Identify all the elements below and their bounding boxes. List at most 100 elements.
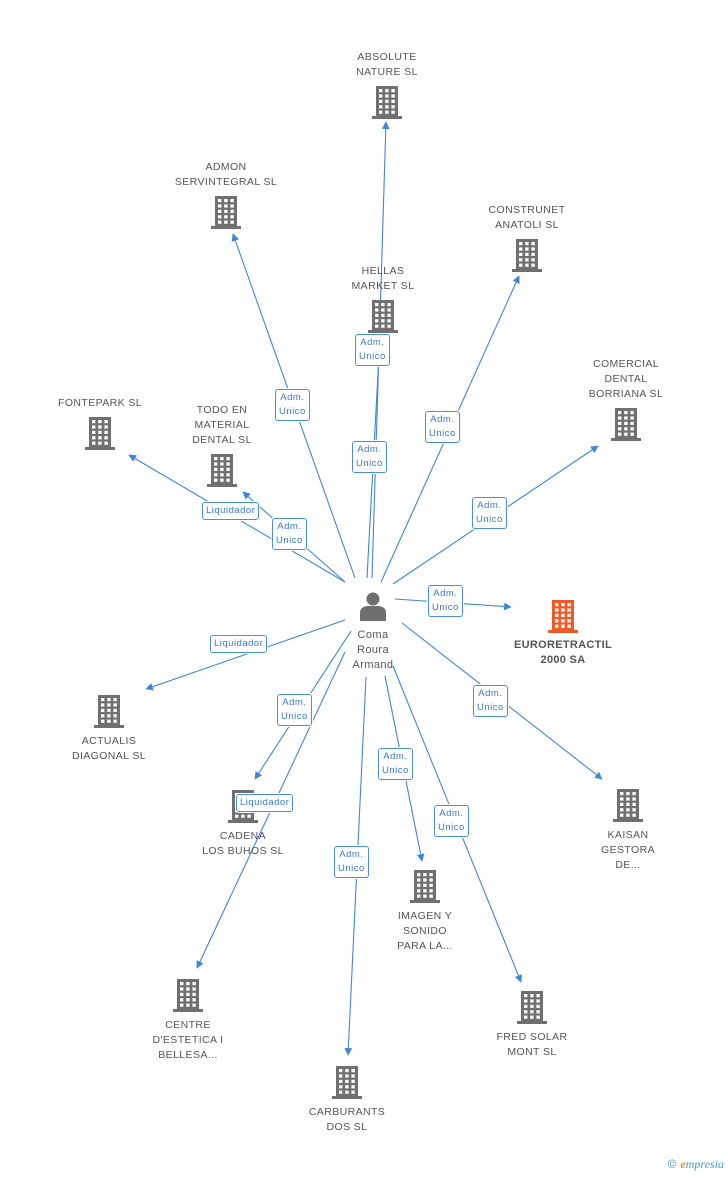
carburants-building-icon[interactable] xyxy=(332,1066,362,1099)
edge-role-line: Adm. xyxy=(282,697,307,708)
edge-role-line: Liquidador xyxy=(214,638,264,649)
company-label-line: HELLAS xyxy=(361,265,405,277)
company-label-line: CONSTRUNET xyxy=(488,204,566,216)
comercial-building-icon[interactable] xyxy=(611,408,641,441)
person-label-line: Armand xyxy=(352,659,394,671)
edge-role-line: Adm. xyxy=(430,414,455,425)
edge-role-line: Unico xyxy=(338,863,365,874)
centre-building-icon[interactable] xyxy=(173,979,203,1012)
company-label-todo[interactable]: TODO EN MATERIAL DENTAL SL xyxy=(157,403,287,448)
admon-building-icon[interactable] xyxy=(211,196,241,229)
company-label-line: BORRIANA SL xyxy=(588,388,664,400)
todo-building-icon[interactable] xyxy=(207,454,237,487)
euroretractil-building-icon[interactable] xyxy=(548,600,578,633)
person-label-line: Coma xyxy=(357,629,389,641)
edge-role-line: Unico xyxy=(477,702,504,713)
edge-role-centre[interactable]: Liquidador xyxy=(236,794,294,812)
fontepark-building-icon[interactable] xyxy=(85,417,115,450)
company-label-euroretractil[interactable]: EURORETRACTIL 2000 SA xyxy=(498,638,628,668)
actualis-building-icon[interactable] xyxy=(94,695,124,728)
edge-role-hellas[interactable]: Adm.Unico xyxy=(352,441,387,473)
company-label-line: LOS BUHOS SL xyxy=(202,845,284,857)
kaisan-building-icon[interactable] xyxy=(613,789,643,822)
company-label-line: DOS SL xyxy=(326,1121,368,1133)
edge-role-construnet[interactable]: Adm.Unico xyxy=(425,411,460,443)
edge-role-line: Unico xyxy=(476,514,503,525)
edge-role-fontepark[interactable]: Liquidador xyxy=(202,502,260,520)
company-label-fred[interactable]: FRED SOLAR MONT SL xyxy=(467,1030,597,1060)
edge-role-line: Adm. xyxy=(280,392,305,403)
absolute-building-icon[interactable] xyxy=(372,86,402,119)
construnet-building-icon[interactable] xyxy=(512,239,542,272)
company-label-line: EURORETRACTIL xyxy=(513,639,612,651)
company-label-line: ACTUALIS xyxy=(81,735,137,747)
edge-role-absolute[interactable]: Adm. Unico xyxy=(355,334,390,366)
edge-role-comercial[interactable]: Adm.Unico xyxy=(472,497,507,529)
brand-logo-text: mpresia xyxy=(685,1157,724,1171)
edge-role-todo[interactable]: Adm.Unico xyxy=(272,518,307,550)
company-label-line: ANATOLI SL xyxy=(495,219,559,231)
edge-actualis xyxy=(145,619,346,691)
edge-role-line: Liquidador xyxy=(206,505,256,516)
edge-role-line: Unico xyxy=(281,711,308,722)
company-label-admon[interactable]: ADMON SERVINTEGRAL SL xyxy=(161,160,291,190)
edge-role-line: Adm. xyxy=(433,588,458,599)
edge-role-imagen[interactable]: Adm. Unico xyxy=(378,748,413,780)
hellas-building-icon[interactable] xyxy=(368,300,398,333)
company-label-line: SERVINTEGRAL SL xyxy=(174,176,278,188)
company-label-line: FONTEPARK SL xyxy=(58,397,142,409)
company-label-line: DIAGONAL SL xyxy=(71,750,147,762)
edge-role-kaisan[interactable]: Adm. Unico xyxy=(473,685,508,717)
edge-role-line: Liquidador xyxy=(240,797,290,808)
company-label-construnet[interactable]: CONSTRUNET ANATOLI SL xyxy=(462,203,592,233)
icon-layer xyxy=(85,86,643,1099)
company-label-line: FRED SOLAR xyxy=(496,1031,568,1043)
copyright-symbol: © xyxy=(667,1157,677,1171)
company-label-line: NATURE SL xyxy=(356,66,418,78)
edge-role-line: Adm. xyxy=(360,337,385,348)
edge-role-line: Adm. xyxy=(277,521,302,532)
edge-role-line: Unico xyxy=(382,765,409,776)
company-label-line: DENTAL SL xyxy=(192,434,252,446)
company-label-line: MONT SL xyxy=(507,1046,557,1058)
company-label-line: CADENA xyxy=(219,830,267,842)
company-label-absolute[interactable]: ABSOLUTE NATURE SL xyxy=(322,50,452,80)
copyright-footer[interactable]: ©empresia xyxy=(668,1157,724,1172)
edge-role-line: Adm. xyxy=(339,849,364,860)
edge-role-admon[interactable]: Adm.Unico xyxy=(275,389,310,421)
company-label-line: MATERIAL xyxy=(194,419,250,431)
fred-building-icon[interactable] xyxy=(517,991,547,1024)
company-label-line: DENTAL xyxy=(604,373,648,385)
company-label-actualis[interactable]: ACTUALIS DIAGONAL SL xyxy=(44,734,174,764)
company-label-line: TODO EN xyxy=(196,404,248,416)
company-label-line: DE... xyxy=(615,859,641,871)
person-label-line: Roura xyxy=(357,644,389,656)
brand-logo-initial: e xyxy=(680,1157,686,1171)
edge-role-fred[interactable]: Adm.Unico xyxy=(434,805,469,837)
edge-role-line: Unico xyxy=(359,351,386,362)
edge-role-euroretractil[interactable]: Adm. Unico xyxy=(428,585,463,617)
company-label-line: ABSOLUTE xyxy=(357,51,417,63)
imagen-building-icon[interactable] xyxy=(410,870,440,903)
edge-role-line: Unico xyxy=(432,602,459,613)
company-label-fontepark[interactable]: FONTEPARK SL xyxy=(35,396,165,411)
company-label-cadena[interactable]: CADENA LOS BUHOS SL xyxy=(178,829,308,859)
edge-role-cadena[interactable]: Adm. Unico xyxy=(277,694,312,726)
company-label-line: 2000 SA xyxy=(540,654,586,666)
company-label-line: KAISAN xyxy=(607,829,649,841)
company-label-line: CENTRE xyxy=(165,1019,211,1031)
edge-role-line: Adm. xyxy=(478,688,503,699)
edge-role-carburants[interactable]: Adm. Unico xyxy=(334,846,369,878)
company-label-line: ADMON xyxy=(205,161,247,173)
edge-role-line: Adm. xyxy=(383,751,408,762)
person-icon[interactable] xyxy=(360,592,386,622)
edge-role-actualis[interactable]: Liquidador xyxy=(210,635,268,653)
